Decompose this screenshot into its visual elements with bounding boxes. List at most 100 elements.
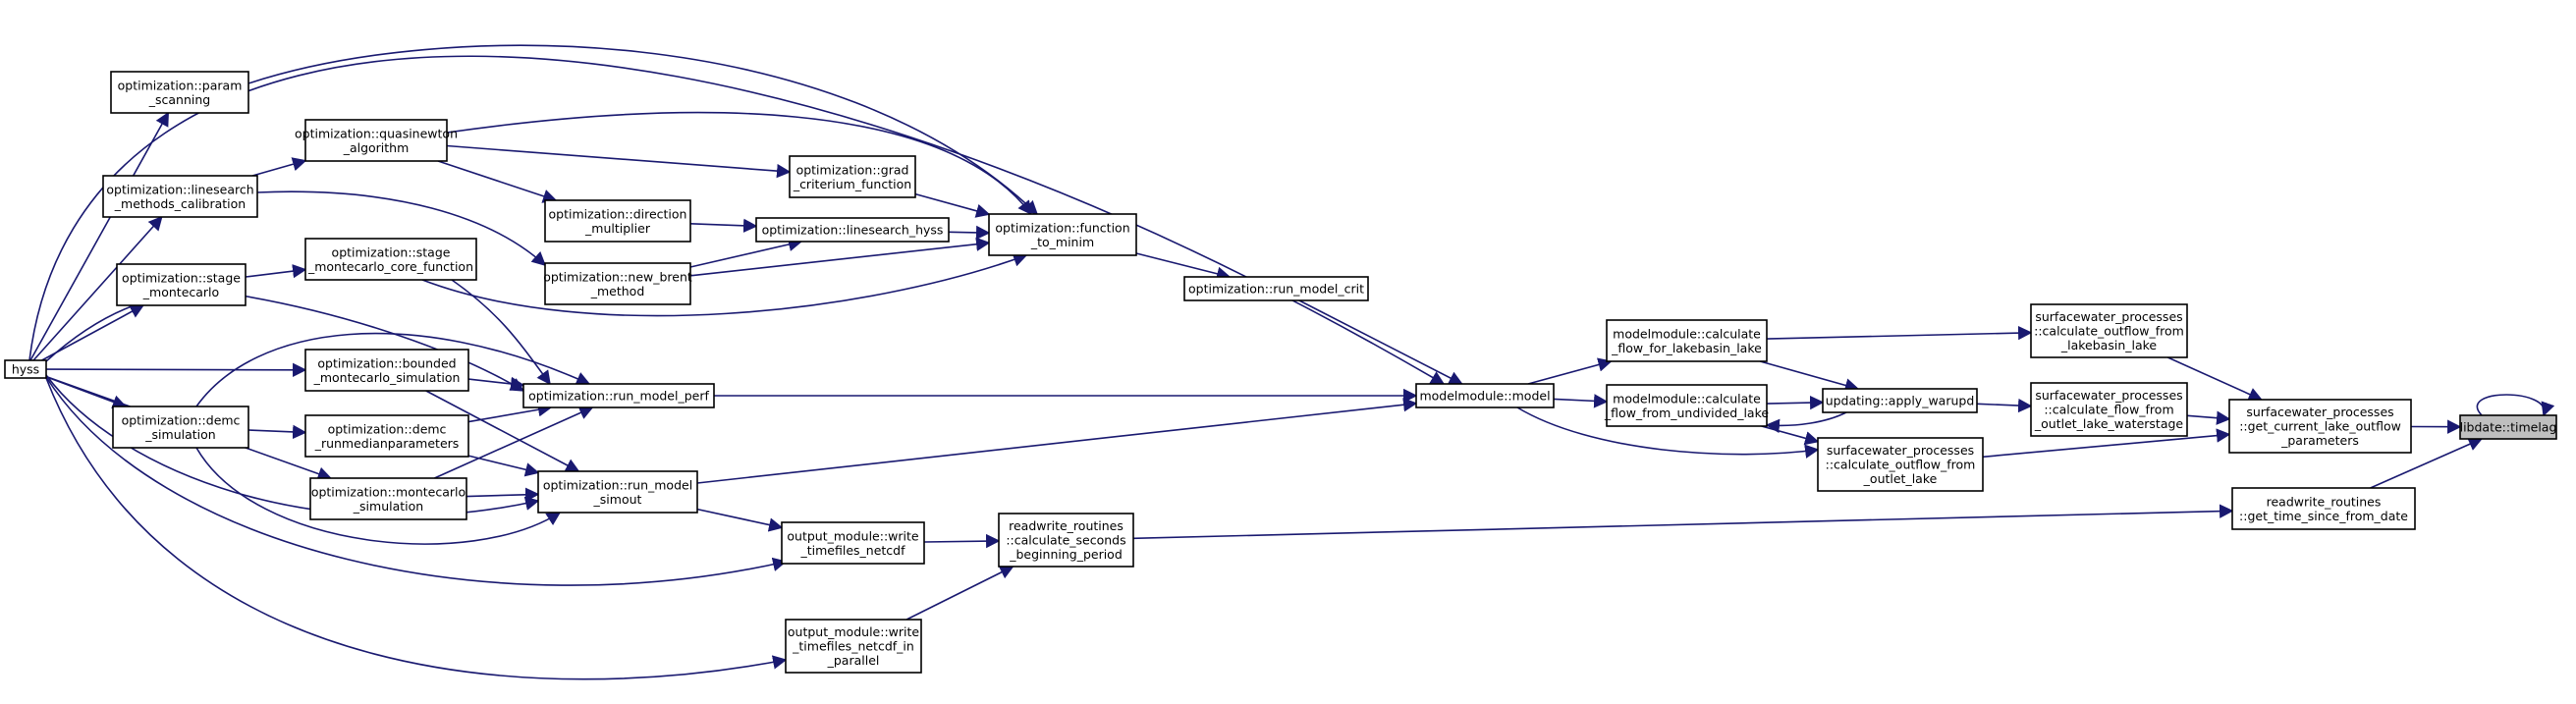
node-label-line: readwrite_routines bbox=[1009, 518, 1124, 533]
node-label: optimization::run_model_perf bbox=[528, 389, 709, 404]
node-label-line: optimization::linesearch bbox=[106, 182, 253, 196]
node-label: optimization::function_to_minim bbox=[995, 220, 1129, 249]
node-box bbox=[1822, 388, 1978, 413]
node-sw-outflow-outlet[interactable]: surfacewater_processes::calculate_outflo… bbox=[1817, 437, 1984, 492]
call-edge-write_timefiles_parallel-to-calc_seconds bbox=[905, 566, 1014, 621]
call-edge-stage_mc_core-to-function_to_minim bbox=[421, 252, 1028, 317]
node-run-model-crit[interactable]: optimization::run_model_crit bbox=[1183, 276, 1369, 301]
node-box bbox=[789, 155, 916, 198]
node-calc-flow-undivided[interactable]: modelmodule::calculate_flow_from_undivid… bbox=[1604, 384, 1769, 427]
call-edge-sw_outflow_outlet-to-sw_current_lake_outflow bbox=[1982, 428, 2231, 459]
node-label-line: ::get_time_since_from_date bbox=[2239, 509, 2408, 523]
node-box bbox=[544, 262, 691, 305]
node-label-line: modelmodule::calculate bbox=[1613, 391, 1761, 406]
node-label: optimization::linesearch_methods_calibra… bbox=[106, 182, 253, 211]
node-calc-seconds[interactable]: readwrite_routines::calculate_seconds_be… bbox=[998, 513, 1134, 568]
node-timelag: libdate::timelag bbox=[2459, 414, 2557, 440]
node-demc-simulation[interactable]: optimization::demc_simulation bbox=[112, 406, 249, 449]
node-label: optimization::direction_multiplier bbox=[549, 206, 687, 236]
node-label: libdate::timelag bbox=[2460, 420, 2557, 435]
node-label-line: optimization::demc bbox=[328, 421, 447, 436]
node-hyss[interactable]: hyss bbox=[4, 359, 47, 379]
node-box bbox=[110, 71, 249, 114]
node-linesearch-calib[interactable]: optimization::linesearch_methods_calibra… bbox=[102, 175, 258, 218]
node-modelmodule-model[interactable]: modelmodule::model bbox=[1415, 383, 1555, 408]
call-edge-hyss-to-linesearch_calib bbox=[32, 215, 163, 361]
node-label-line: ::calculate_outflow_from bbox=[1826, 458, 1976, 472]
call-edge-run_model_simout-to-modelmodule_model bbox=[696, 398, 1418, 484]
call-edge-get_time_since-to-timelag bbox=[2370, 437, 2484, 489]
node-label-line: optimization::quasinewton bbox=[295, 126, 458, 140]
node-label-line: optimization::run_model bbox=[543, 477, 692, 492]
node-quasinewton[interactable]: optimization::quasinewton_algorithm bbox=[295, 119, 458, 162]
node-run-model-perf[interactable]: optimization::run_model_perf bbox=[522, 383, 715, 408]
node-write-timefiles-netcdf[interactable]: output_module::write_timefiles_netcdf bbox=[781, 521, 925, 565]
node-sw-flow-outlet-waterstage[interactable]: surfacewater_processes::calculate_flow_f… bbox=[2030, 382, 2188, 437]
node-box bbox=[309, 477, 467, 520]
call-edge-linesearch_calib-to-quasinewton bbox=[251, 157, 307, 177]
node-label: optimization::montecarlo_simulation bbox=[311, 484, 466, 514]
node-label: optimization::run_model_simout bbox=[543, 477, 692, 507]
call-edge-sw_outflow_lakebasin-to-sw_current_lake_outflow bbox=[2166, 356, 2264, 402]
node-demc-runmedian[interactable]: optimization::demc_runmedianparameters bbox=[304, 414, 469, 458]
node-label-line: output_module::write bbox=[787, 528, 918, 543]
call-edge-param_scanning-to-function_to_minim bbox=[247, 44, 1039, 215]
node-label: optimization::stage_montecarlo_core_func… bbox=[307, 244, 473, 274]
call-edge-bounded_mc-to-run_model_simout bbox=[425, 390, 580, 472]
node-linesearch-hyss[interactable]: optimization::linesearch_hyss bbox=[755, 217, 950, 243]
call-edge-calc_flow_lakebasin-to-apply_warupd bbox=[1759, 360, 1860, 393]
node-label: output_module::write_timefiles_netcdf_in… bbox=[788, 624, 919, 668]
node-write-timefiles-parallel[interactable]: output_module::write_timefiles_netcdf_in… bbox=[785, 619, 922, 674]
node-label-line: _methods_calibration bbox=[114, 196, 246, 211]
node-box bbox=[112, 406, 249, 449]
node-direction-mult[interactable]: optimization::direction_multiplier bbox=[544, 199, 691, 243]
node-box bbox=[2231, 487, 2416, 530]
node-sw-outflow-lakebasin[interactable]: surfacewater_processes::calculate_outflo… bbox=[2030, 303, 2188, 358]
node-label: readwrite_routines::get_time_since_from_… bbox=[2239, 494, 2408, 523]
node-label: optimization::run_model_crit bbox=[1188, 282, 1364, 297]
node-box bbox=[781, 521, 925, 565]
node-label: surfacewater_processes::calculate_outflo… bbox=[2034, 309, 2184, 352]
node-param-scanning[interactable]: optimization::param_scanning bbox=[110, 71, 249, 114]
node-label-line: _flow_for_lakebasin_lake bbox=[1611, 341, 1762, 355]
call-edge-direction_mult-to-linesearch_hyss bbox=[689, 218, 758, 234]
node-label-line: _criterium_function bbox=[793, 177, 911, 191]
call-edge-montecarlo_sim-to-run_model_perf bbox=[434, 406, 594, 479]
node-label: surfacewater_processes::get_current_lake… bbox=[2239, 405, 2401, 448]
node-label: optimization::stage_montecarlo bbox=[122, 270, 241, 299]
node-label-line: _montecarlo bbox=[142, 285, 219, 299]
node-label-line: _to_minim bbox=[1030, 235, 1094, 249]
node-stage-montecarlo[interactable]: optimization::stage_montecarlo bbox=[116, 263, 247, 306]
node-label-line: _timefiles_netcdf bbox=[799, 543, 905, 558]
node-box bbox=[1817, 437, 1984, 492]
call-edge-hyss-to-write_timefiles_netcdf bbox=[45, 376, 788, 586]
node-label: modelmodule::model bbox=[1419, 389, 1550, 404]
node-calc-flow-lakebasin[interactable]: modelmodule::calculate_flow_for_lakebasi… bbox=[1606, 319, 1768, 362]
node-label: updating::apply_warupd bbox=[1826, 394, 1975, 408]
node-label-line: ::calculate_seconds bbox=[1006, 533, 1125, 548]
node-montecarlo-sim[interactable]: optimization::montecarlo_simulation bbox=[309, 477, 467, 520]
node-label: optimization::demc_runmedianparameters bbox=[314, 421, 460, 451]
node-grad-criterium[interactable]: optimization::grad_criterium_function bbox=[789, 155, 916, 198]
call-edge-timelag-to-timelag bbox=[2476, 394, 2555, 417]
node-stage-mc-core[interactable]: optimization::stage_montecarlo_core_func… bbox=[304, 238, 477, 281]
node-run-model-simout[interactable]: optimization::run_model_simout bbox=[537, 470, 698, 514]
node-label: output_module::write_timefiles_netcdf bbox=[787, 528, 918, 558]
node-get-time-since[interactable]: readwrite_routines::get_time_since_from_… bbox=[2231, 487, 2416, 530]
node-label-line: surfacewater_processes bbox=[2035, 309, 2182, 324]
node-apply-warupd[interactable]: updating::apply_warupd bbox=[1822, 388, 1978, 413]
node-label-line: optimization::montecarlo bbox=[311, 484, 466, 499]
node-box bbox=[755, 217, 950, 243]
call-edge-calc_flow_undivided-to-apply_warupd bbox=[1766, 395, 1825, 410]
call-edge-run_model_crit-to-modelmodule_model bbox=[1298, 299, 1463, 385]
node-box bbox=[988, 213, 1137, 256]
node-label-line: ::calculate_outflow_from bbox=[2034, 324, 2184, 339]
node-function-to-minim[interactable]: optimization::function_to_minim bbox=[988, 213, 1137, 256]
call-edge-hyss-to-write_timefiles_parallel bbox=[45, 377, 788, 680]
node-sw-current-lake-outflow[interactable]: surfacewater_processes::get_current_lake… bbox=[2228, 399, 2412, 454]
node-label: optimization::demc_simulation bbox=[122, 412, 241, 442]
call-edge-hyss-to-bounded_mc bbox=[45, 362, 307, 377]
node-bounded-mc[interactable]: optimization::bounded_montecarlo_simulat… bbox=[304, 349, 469, 392]
node-label-line: modelmodule::calculate bbox=[1613, 326, 1761, 341]
node-new-brent[interactable]: optimization::new_brent_method bbox=[543, 262, 692, 305]
